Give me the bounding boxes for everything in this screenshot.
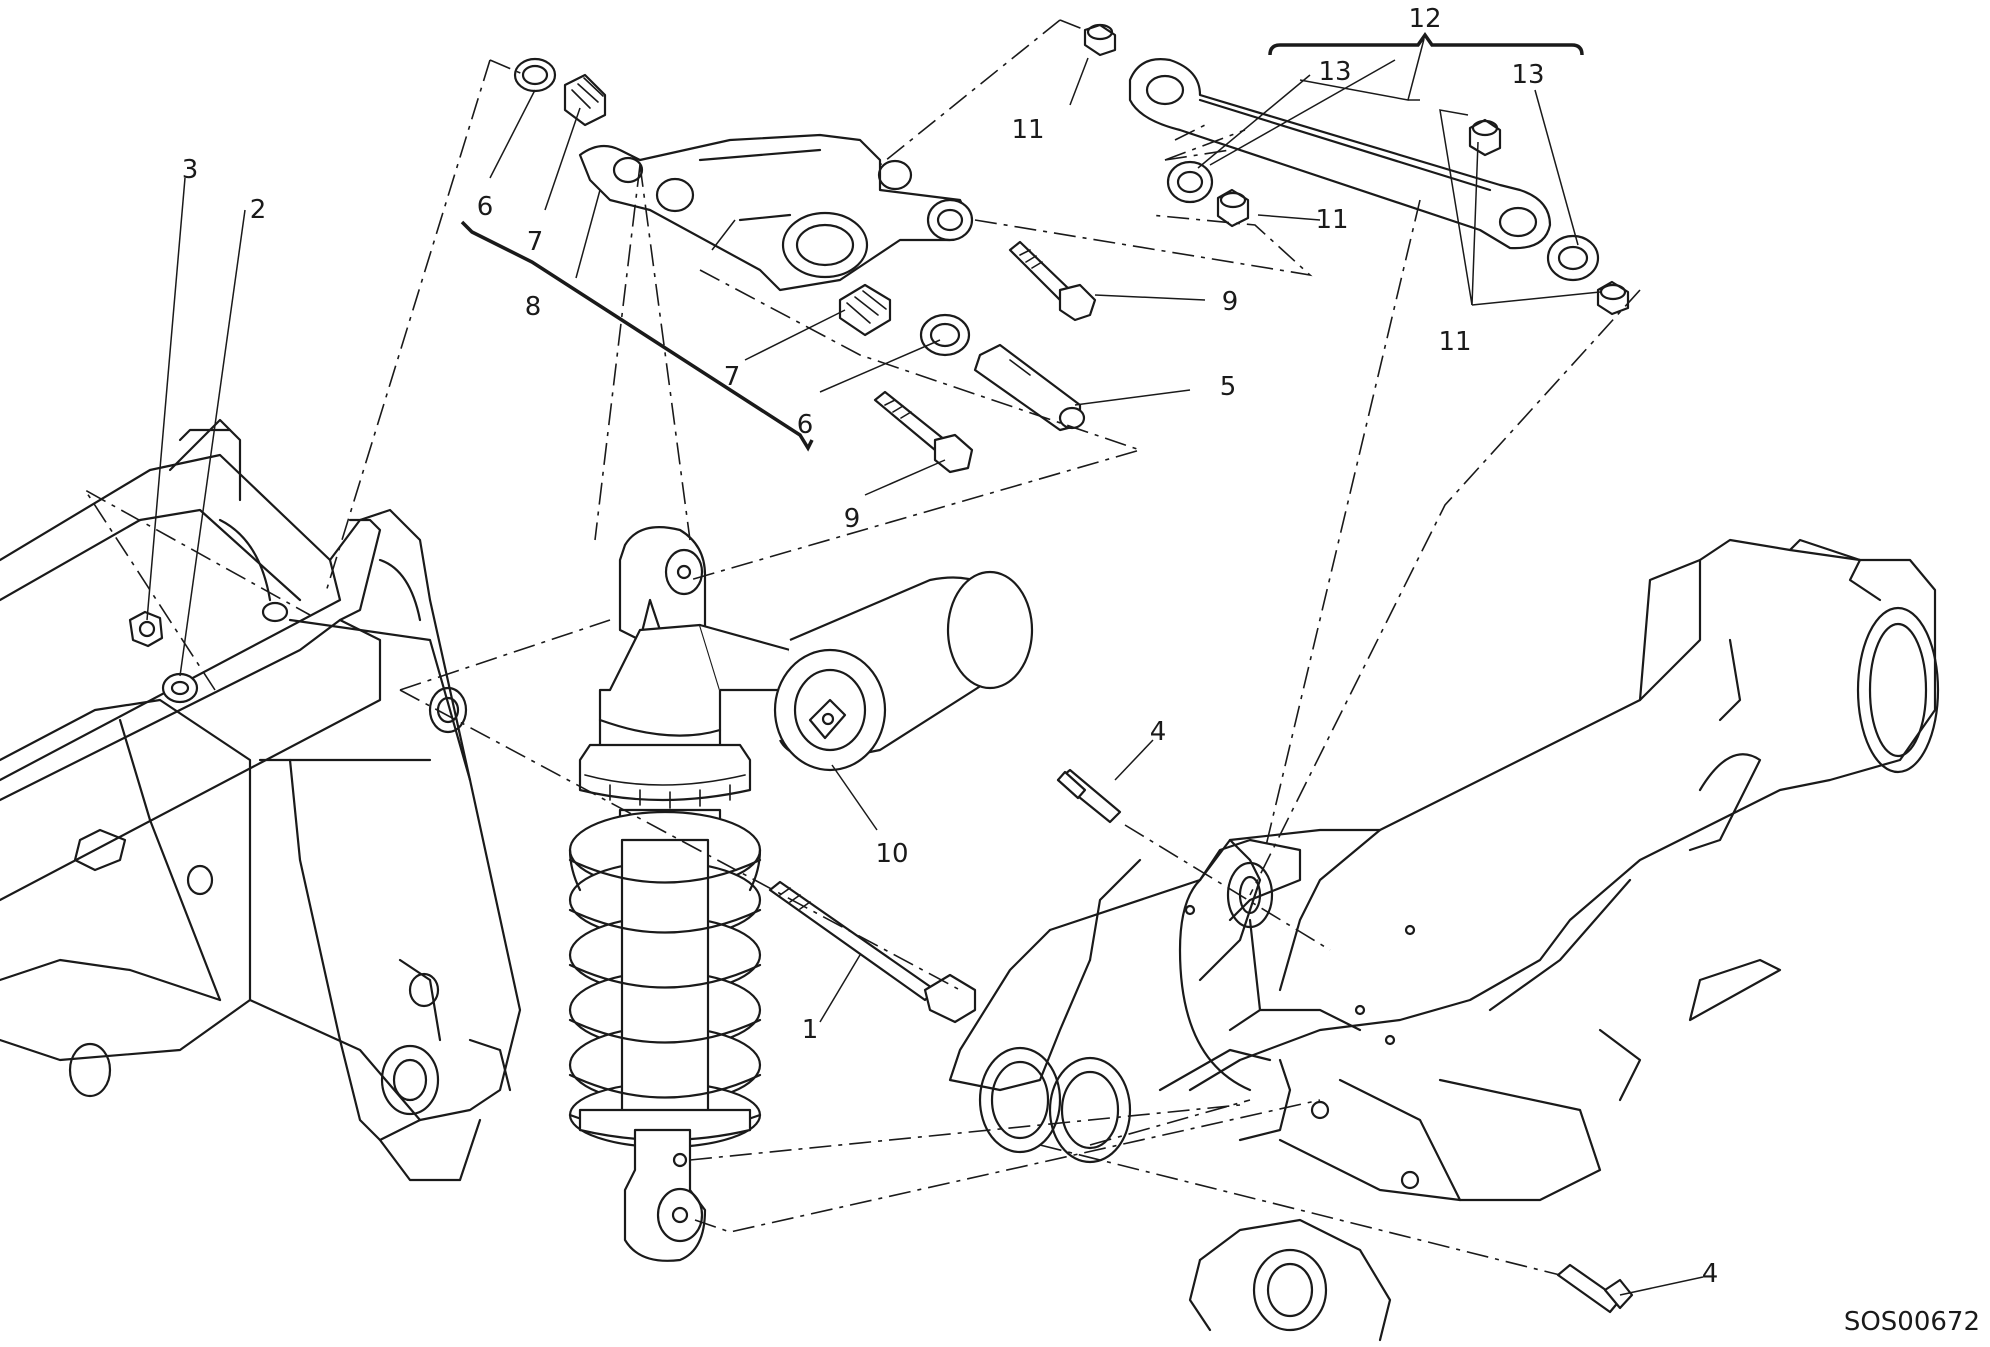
- swingarm-outline: [948, 538, 1940, 1342]
- callout-7-upper: 7: [527, 227, 544, 257]
- callout-6-lower: 6: [797, 410, 814, 440]
- callout-12: 12: [1408, 4, 1441, 34]
- callout-11-middle: 11: [1315, 205, 1348, 235]
- frame-outline: [0, 418, 522, 1182]
- leader-lines: [146, 31, 1704, 1296]
- assembly-centerlines: [84, 19, 1641, 1276]
- drawing-code: SOS00672: [1844, 1307, 1980, 1337]
- callout-7-lower: 7: [724, 362, 741, 392]
- small-parts: [128, 23, 1634, 1314]
- callout-1: 1: [802, 1015, 819, 1045]
- callout-8: 8: [525, 292, 542, 322]
- callout-6-upper: 6: [477, 192, 494, 222]
- callout-5: 5: [1220, 372, 1237, 402]
- shock-absorber: [568, 526, 1034, 1262]
- callout-4-upper: 4: [1150, 717, 1167, 747]
- callout-2: 2: [250, 195, 267, 225]
- callout-labels: 1 2 3 4 4 5 6 6 7 7 8 9 9 10 11 11 11 12…: [182, 4, 1719, 1289]
- callout-13-left: 13: [1318, 57, 1351, 87]
- rocker-arm: [578, 133, 974, 292]
- callout-9-upper: 9: [1222, 287, 1239, 317]
- callout-10: 10: [875, 839, 908, 869]
- callout-13-right: 13: [1511, 60, 1544, 90]
- callout-4-lower: 4: [1702, 1259, 1719, 1289]
- callout-3: 3: [182, 155, 199, 185]
- callout-11-right: 11: [1438, 327, 1471, 357]
- callout-11-left: 11: [1011, 115, 1044, 145]
- callout-9-lower: 9: [844, 504, 861, 534]
